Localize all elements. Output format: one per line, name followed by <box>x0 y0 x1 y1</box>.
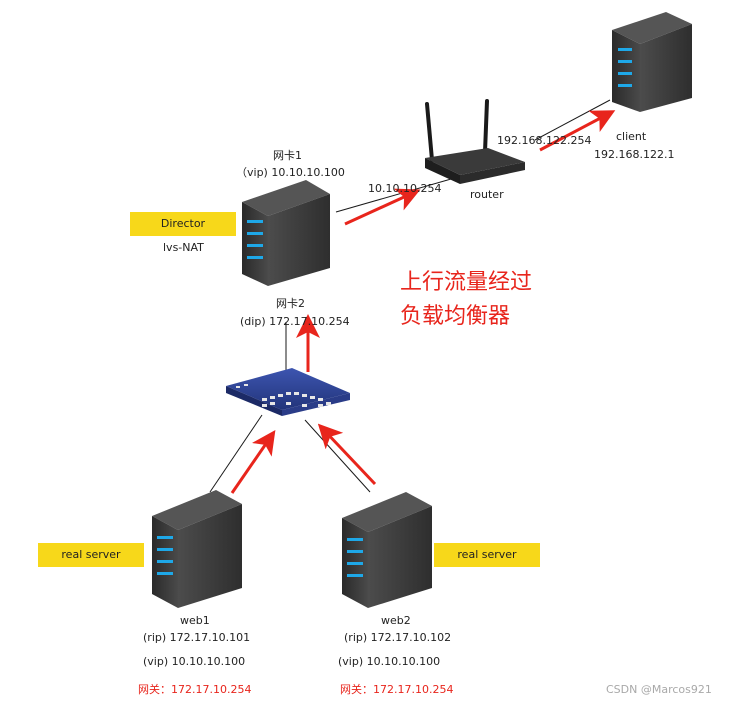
web1-tag: real server <box>38 543 144 567</box>
director-nic1-vip: （vip) 10.10.10.100 <box>236 166 345 179</box>
web2-rip: (rip) 172.17.10.102 <box>344 631 452 644</box>
caption-line2: 负载均衡器 <box>400 304 511 329</box>
arrow-icon <box>317 423 377 486</box>
router-label: router <box>470 188 504 201</box>
director-nic2-name: 网卡2 <box>276 297 305 310</box>
client-ip: 192.168.122.1 <box>594 148 675 161</box>
router-icon <box>425 99 525 184</box>
web2-tag: real server <box>434 543 540 567</box>
router-wan-ip: 192.168.122.254 <box>497 134 592 147</box>
link-switch-web1 <box>209 414 263 493</box>
watermark: CSDN @Marcos921 <box>606 683 712 696</box>
arrow-icon <box>230 430 276 494</box>
web2-server-icon <box>342 492 432 608</box>
web2-gateway: 网关：172.17.10.254 <box>340 683 454 696</box>
router-lan-ip: 10.10.10.254 <box>368 182 442 195</box>
director-server-icon <box>242 180 330 286</box>
client-server-icon <box>612 12 692 112</box>
flow-arrows <box>230 110 616 494</box>
director-mode: lvs-NAT <box>163 241 204 254</box>
web1-vip: (vip) 10.10.10.100 <box>143 655 246 668</box>
web1-rip: (rip) 172.17.10.101 <box>143 631 251 644</box>
web1-name: web1 <box>180 614 210 627</box>
client-label: client <box>616 130 647 143</box>
web1-server-icon <box>152 490 242 608</box>
caption-line1: 上行流量经过 <box>400 270 533 295</box>
director-tag: Director <box>130 212 236 236</box>
director-nic1-name: 网卡1 <box>273 149 302 162</box>
director-nic2-dip: (dip) 172.17.10.254 <box>240 315 350 328</box>
switch-icon <box>226 368 350 416</box>
web2-vip: (vip) 10.10.10.100 <box>338 655 441 668</box>
link-router-client <box>534 99 611 141</box>
web2-name: web2 <box>381 614 411 627</box>
arrow-icon <box>344 188 421 226</box>
web1-gateway: 网关：172.17.10.254 <box>138 683 252 696</box>
link-switch-web2 <box>304 419 371 493</box>
arrow-icon <box>539 110 616 152</box>
